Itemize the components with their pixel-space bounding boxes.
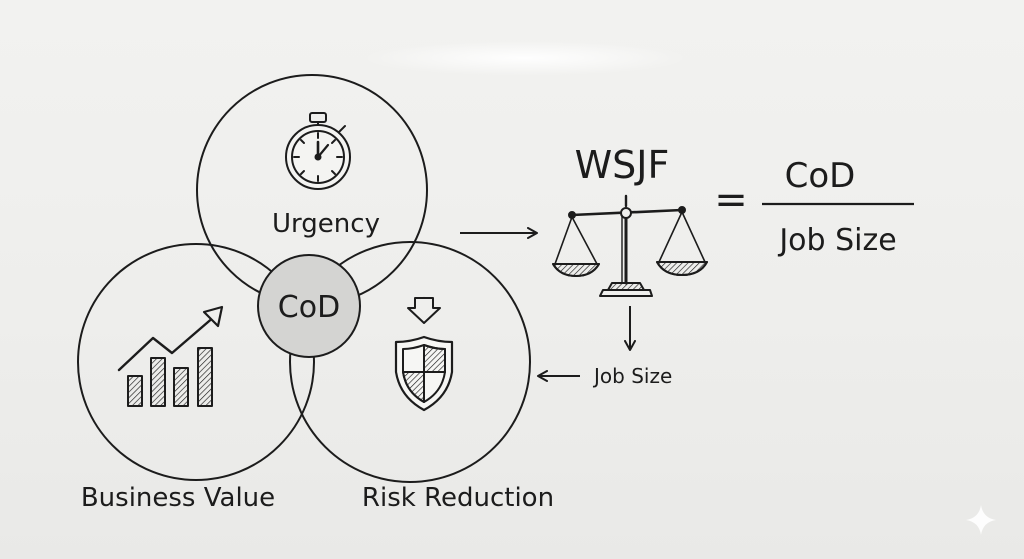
equals-sign: = (714, 177, 748, 223)
growth-bar-chart-icon (117, 305, 224, 407)
formula-numerator: CoD (785, 156, 856, 196)
wsjf-title: WSJF (575, 143, 670, 187)
business-value-circle (77, 243, 315, 481)
shield-icon (394, 296, 454, 412)
balance-scale-icon (552, 194, 708, 297)
job-size-annotation: Job Size (592, 364, 672, 388)
stopwatch-icon (285, 112, 351, 190)
risk-reduction-label: Risk Reduction (362, 483, 554, 513)
cod-center-label: CoD (278, 290, 340, 325)
risk-reduction-circle (289, 241, 531, 483)
business-value-label: Business Value (81, 483, 275, 513)
urgency-label: Urgency (272, 209, 380, 239)
formula-denominator: Job Size (777, 223, 896, 258)
cod-center-circle (257, 254, 361, 358)
